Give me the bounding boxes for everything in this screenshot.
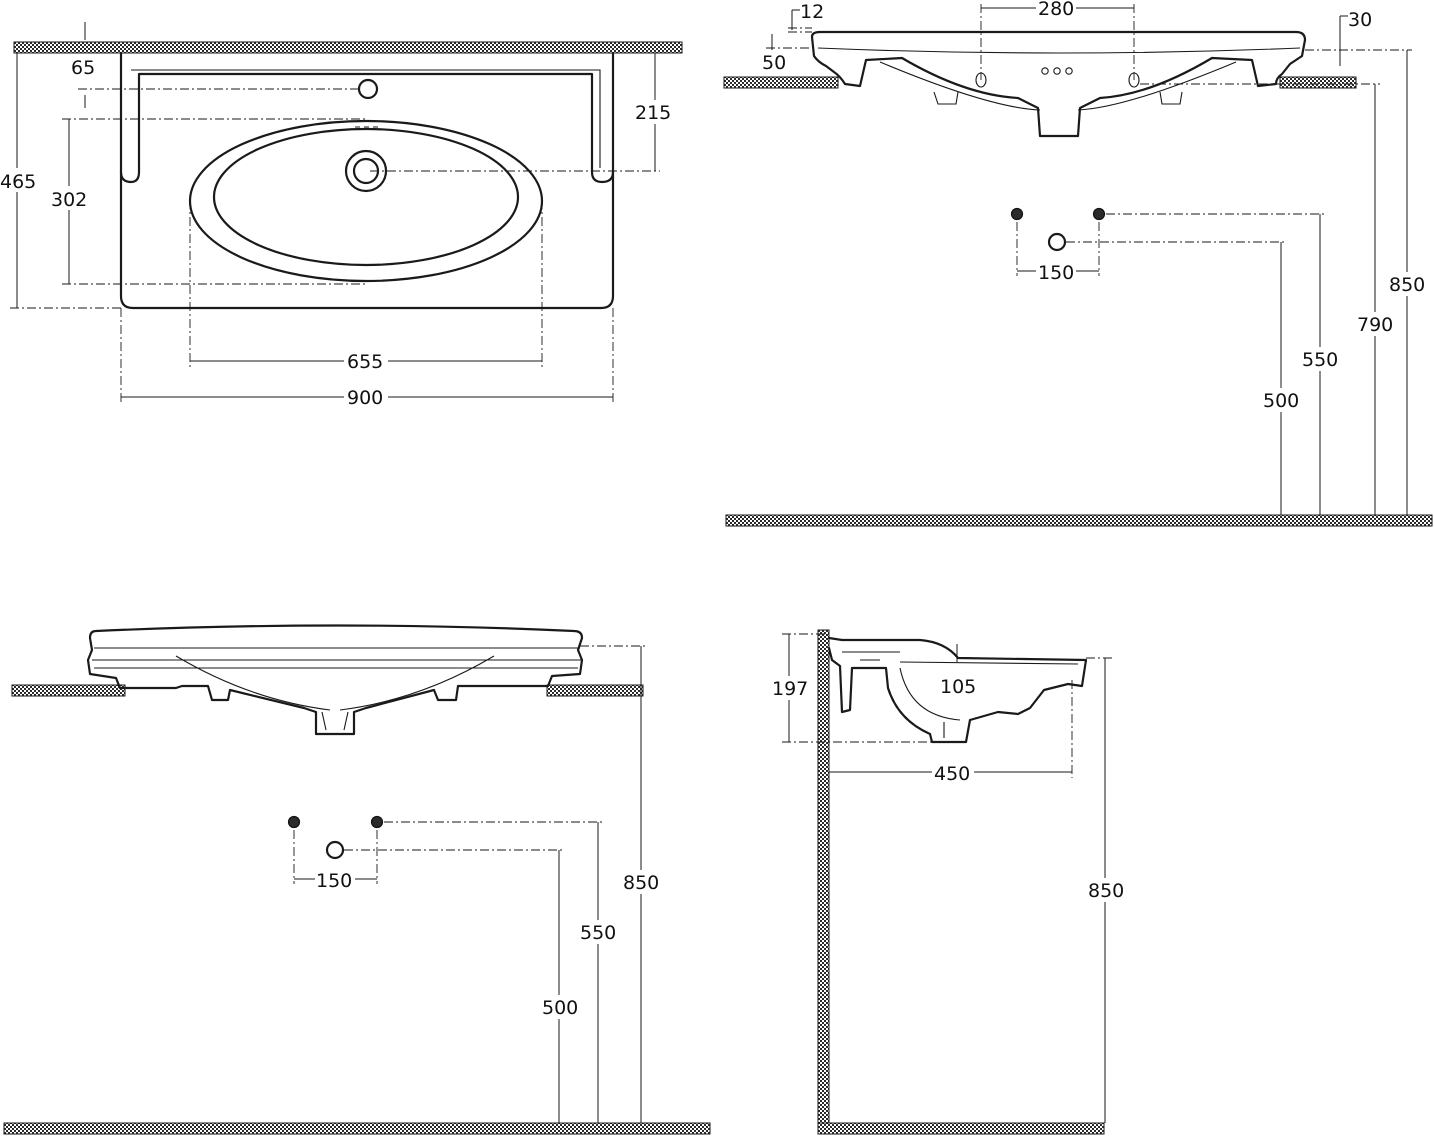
- elevation-view: 850 150 550 500: [3, 624, 711, 1135]
- dim-label-550-elev: 550: [580, 922, 616, 944]
- basin-profile-front: [810, 30, 1307, 138]
- basin-bowl-outer: [188, 119, 544, 283]
- dim-label-30-front: 30: [1348, 9, 1372, 31]
- overflow-hole-3: [1065, 67, 1073, 75]
- basin-outline-top: [119, 51, 615, 310]
- water-supply-right-elev: [370, 815, 384, 829]
- dim-label-900: 900: [347, 387, 383, 409]
- wall-side: [817, 629, 830, 1135]
- basin-bowl-inner: [212, 127, 520, 267]
- dim-label-105-side: 105: [940, 676, 976, 698]
- water-supply-left-front: [1010, 207, 1024, 221]
- basin-profile-side: [827, 636, 1088, 744]
- dim-label-500-elev: 500: [542, 997, 578, 1019]
- dim-label-12-front: 12: [800, 1, 824, 23]
- counter-right-front: [1279, 76, 1357, 89]
- floor-elev: [3, 1122, 711, 1135]
- overflow-hole-2: [1053, 67, 1061, 75]
- dim-label-550-front: 550: [1302, 349, 1338, 371]
- front-view: 12 50 280 30 850 790 150: [723, 0, 1433, 527]
- dim-label-465: 465: [0, 171, 36, 193]
- top-view: 65 465 302 215 655 900: [0, 22, 683, 409]
- floor-side: [817, 1122, 1105, 1135]
- side-view: 197 105 450 850: [770, 629, 1126, 1135]
- dim-label-850-front: 850: [1389, 274, 1425, 296]
- counter-left-elev: [11, 684, 126, 697]
- dim-label-790-front: 790: [1357, 314, 1393, 336]
- dim-label-197-side: 197: [772, 678, 808, 700]
- water-supply-left-elev: [287, 815, 301, 829]
- basin-profile-elev: [86, 624, 584, 736]
- dim-label-65: 65: [71, 57, 95, 79]
- waste-outlet-elev: [325, 840, 345, 860]
- dim-label-450-side: 450: [934, 763, 970, 785]
- dim-label-850-elev: 850: [623, 872, 659, 894]
- floor-front: [725, 514, 1433, 527]
- waste-outlet-front: [1047, 232, 1067, 252]
- dim-label-850-side: 850: [1088, 880, 1124, 902]
- water-supply-right-front: [1092, 207, 1106, 221]
- dim-label-302: 302: [51, 189, 87, 211]
- dim-label-150-elev: 150: [316, 870, 352, 892]
- wall-section-top: [13, 41, 683, 54]
- dim-label-150-front: 150: [1038, 262, 1074, 284]
- drain-outer: [344, 149, 388, 193]
- overflow-hole-1: [1041, 67, 1049, 75]
- dim-label-280-front: 280: [1038, 0, 1074, 20]
- backsplash-rim: [119, 72, 615, 184]
- counter-right-elev: [546, 684, 644, 697]
- tap-hole: [357, 78, 379, 100]
- counter-left-front: [723, 76, 839, 89]
- dim-label-500-front: 500: [1263, 390, 1299, 412]
- dim-label-215: 215: [635, 102, 671, 124]
- dim-label-50-front: 50: [762, 52, 786, 74]
- dim-label-655: 655: [347, 351, 383, 373]
